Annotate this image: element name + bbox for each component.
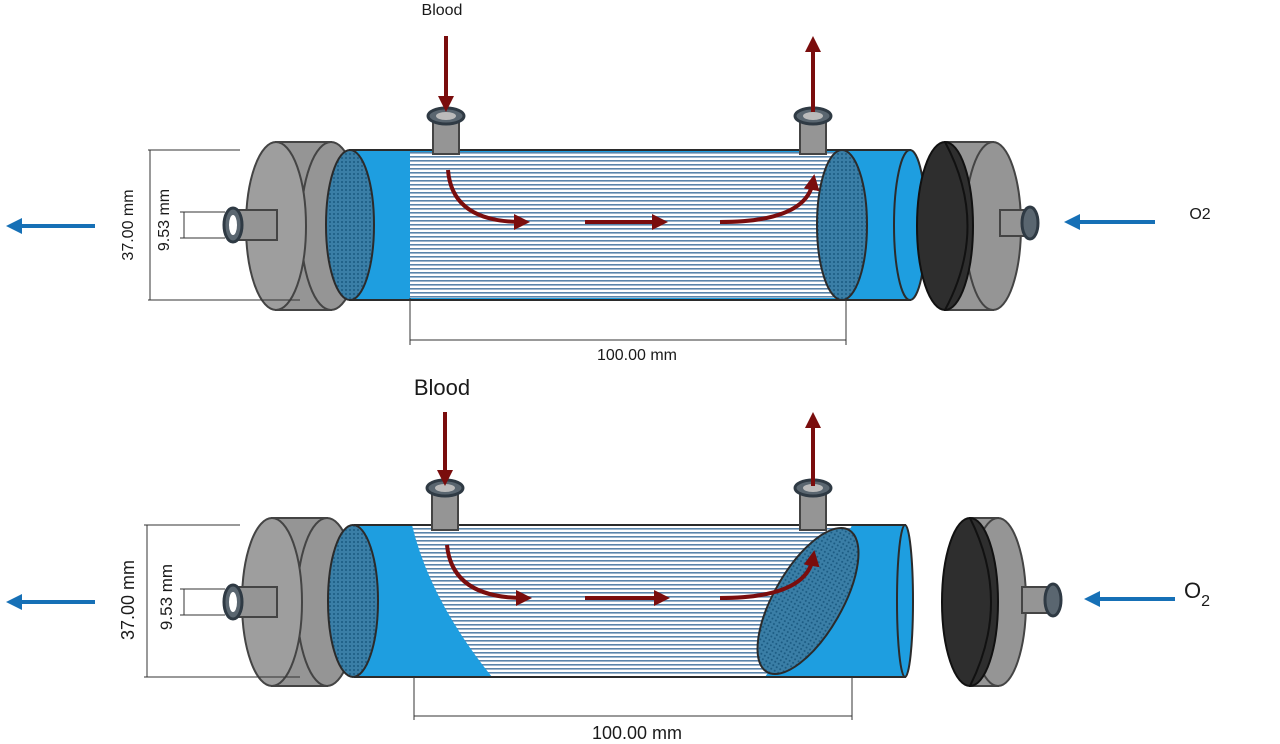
- top-dimensions: [148, 149, 847, 345]
- top-housing: [325, 149, 927, 301]
- top-blood-flow-arrow-3: [719, 174, 820, 224]
- bottom-gas-inlet-port: [1043, 582, 1063, 618]
- bottom-gas-label-sub: 2: [1201, 593, 1210, 610]
- bottom-right-cap: [941, 517, 1063, 687]
- top-right-cap: [916, 141, 1040, 311]
- bottom-left-mesh: [327, 524, 379, 678]
- top-gas-label: O2: [1189, 206, 1210, 223]
- top-blood-inlet-port: [426, 106, 466, 155]
- bottom-gas-label: O2: [1184, 578, 1210, 610]
- top-length-label: 100.00 mm: [597, 347, 677, 364]
- bottom-length-label: 100.00 mm: [592, 723, 682, 743]
- bottom-port-diameter-label: 9.53 mm: [157, 564, 176, 630]
- bottom-left-cap: [222, 517, 358, 687]
- bottom-blood-label: Blood: [414, 375, 470, 400]
- bottom-left-potting: [355, 525, 492, 677]
- bottom-outer-diameter-label: 37.00 mm: [118, 560, 138, 640]
- top-fiber-bundle: [410, 152, 840, 298]
- top-port-diameter-label: 9.53 mm: [156, 189, 173, 251]
- bottom-right-mesh: [756, 526, 860, 676]
- top-blood-label: Blood: [422, 2, 463, 19]
- top-gas-inlet-port: [1020, 205, 1040, 241]
- bottom-blood-inlet-port: [425, 478, 465, 531]
- top-left-mesh: [325, 149, 375, 301]
- top-blood-outlet-port: [793, 106, 833, 155]
- top-oxygenator: Blood O2 37.00 mm 9.53 mm 100.00 mm: [6, 2, 1211, 364]
- bottom-blood-flow-arrow-3: [719, 550, 820, 600]
- bottom-dimensions: [144, 524, 853, 720]
- bottom-blood-flow-arrow-1: [445, 544, 532, 606]
- bottom-gas-label-base: O: [1184, 578, 1201, 603]
- bottom-housing: [327, 524, 914, 678]
- top-outer-diameter-label: 37.00 mm: [120, 189, 137, 260]
- bottom-oxygenator: Blood O2 37.00 mm 9.53 mm 100.00 mm: [6, 375, 1210, 743]
- bottom-blood-outlet-port: [793, 478, 833, 531]
- top-right-mesh: [816, 149, 868, 301]
- top-blood-flow-arrow-1: [446, 169, 530, 230]
